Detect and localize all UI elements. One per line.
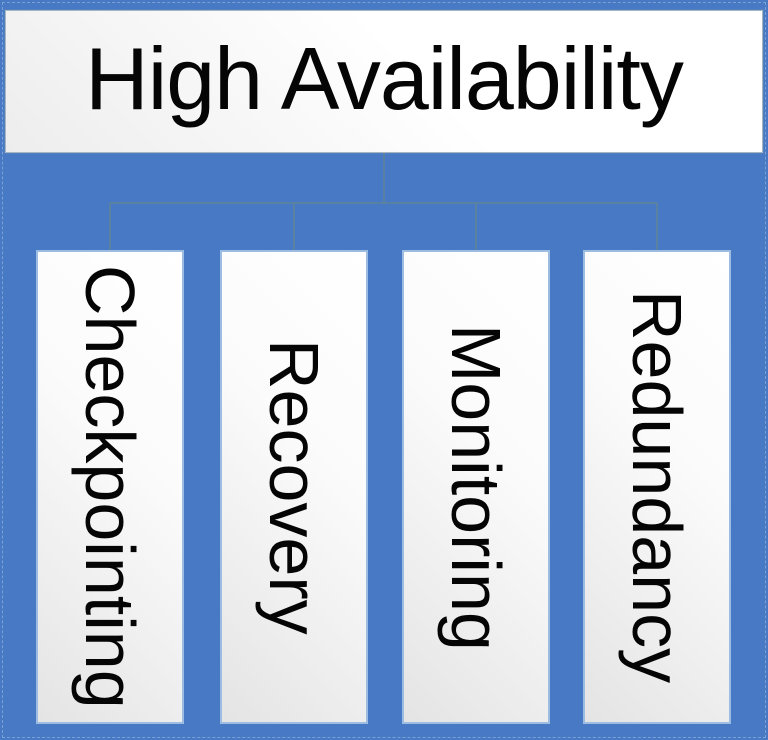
child-node-monitoring: Monitoring bbox=[402, 250, 550, 724]
child-node-redundancy: Redundancy bbox=[583, 250, 731, 724]
child-node-label: Monitoring bbox=[437, 323, 515, 651]
root-node-label: High Availability bbox=[85, 28, 684, 128]
child-node-label: Checkpointing bbox=[71, 265, 149, 709]
child-node-label: Redundancy bbox=[618, 290, 696, 684]
child-node-recovery: Recovery bbox=[220, 250, 368, 724]
root-node: High Availability bbox=[5, 10, 763, 153]
child-node-label: Recovery bbox=[255, 339, 333, 635]
child-node-checkpointing: Checkpointing bbox=[36, 250, 184, 724]
